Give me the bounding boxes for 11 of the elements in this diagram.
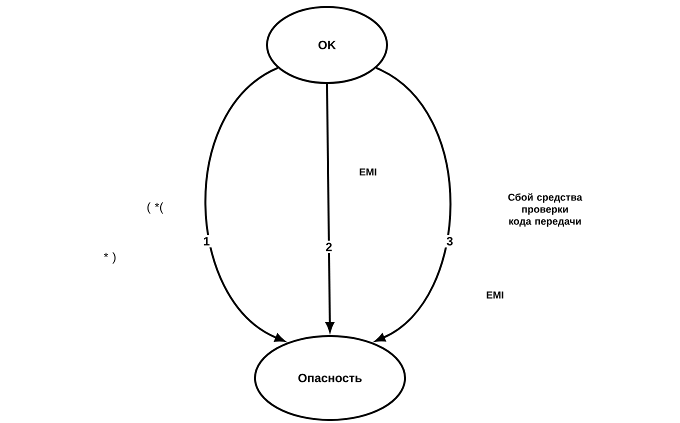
edge-label: 3	[444, 234, 456, 248]
note-text: EMI	[360, 168, 376, 176]
arrow	[326, 84, 334, 332]
note-text: EMI	[486, 292, 504, 298]
arrow	[375, 67, 452, 342]
edge-label: 2	[324, 240, 334, 254]
edge-label: 1	[201, 235, 212, 248]
note-text: ( *(	[147, 202, 164, 214]
note-text: Сбой средства проверки кода передачи	[508, 193, 582, 227]
note-text: * )	[104, 252, 116, 264]
arrow	[204, 67, 285, 342]
